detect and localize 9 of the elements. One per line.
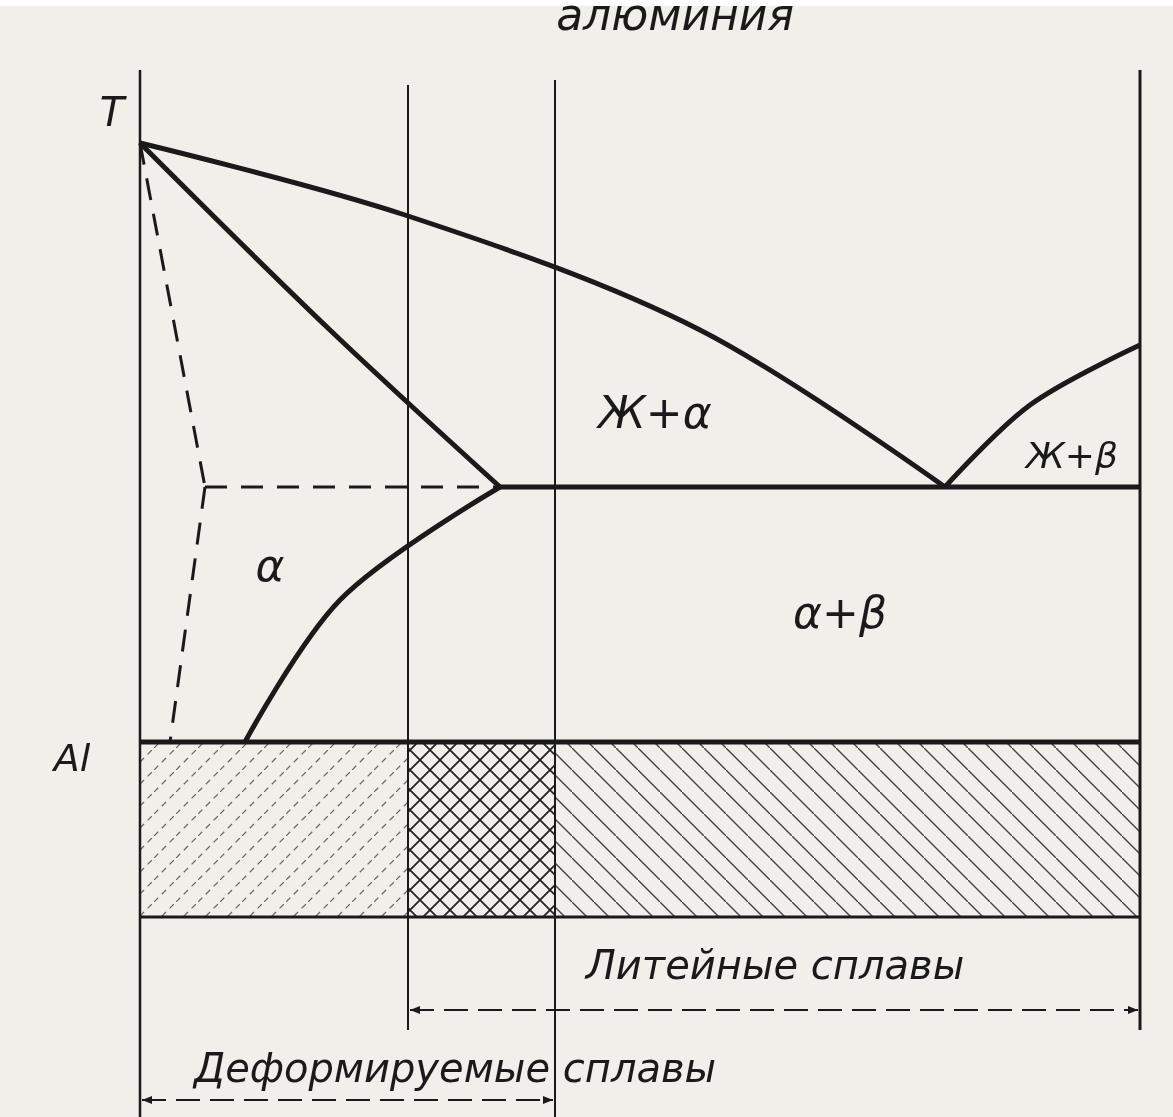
range-label: Литейные сплавы <box>585 942 965 988</box>
range-label: Деформируемые сплавы <box>193 1045 717 1091</box>
phase-label: α <box>255 539 285 591</box>
axis-label: Al <box>53 736 91 780</box>
phase-label: α+β <box>793 586 887 638</box>
title: алюминия <box>556 0 794 40</box>
axis-label: T <box>99 89 125 135</box>
phase-label: Ж+β <box>1026 434 1118 476</box>
phase-label: Ж+α <box>598 386 712 438</box>
